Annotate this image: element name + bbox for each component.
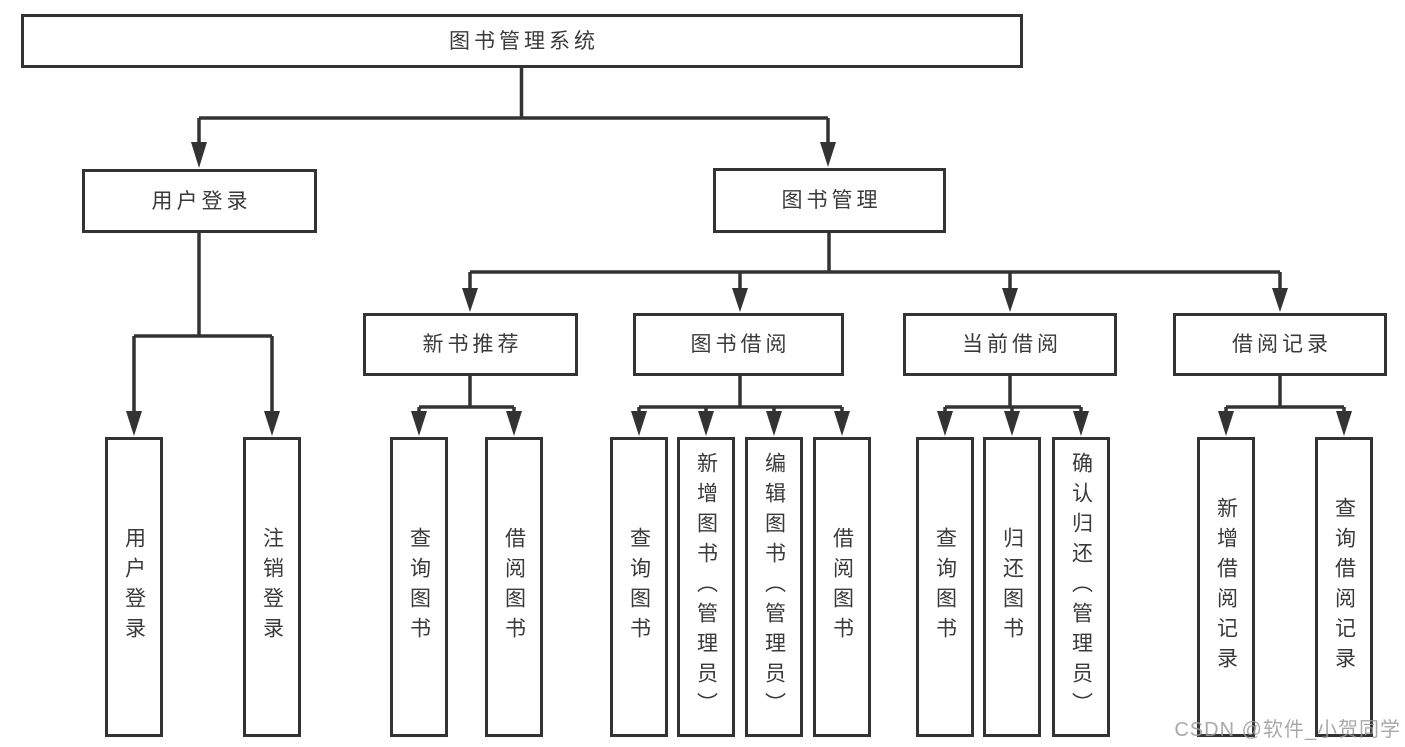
node-borrow-records-label: 借阅记录 xyxy=(1232,333,1332,356)
leaf-label: 查询图书 xyxy=(933,527,957,647)
node-book-borrow-label: 图书借阅 xyxy=(690,333,791,356)
arrowhead xyxy=(1004,411,1020,436)
leaf-label: 查询图书 xyxy=(627,527,651,647)
node-borrow-records: 借阅记录 xyxy=(1173,313,1387,376)
leaf-label: 借阅图书 xyxy=(502,527,526,647)
arrowhead xyxy=(732,288,748,312)
node-current-borrow-label: 当前借阅 xyxy=(962,333,1062,356)
arrowhead xyxy=(126,411,142,436)
leaf-confirm-return-admin: 确认归还（管理员） xyxy=(1052,437,1110,737)
arrowhead xyxy=(820,142,836,167)
edge-new-book-recommend-to-leaves xyxy=(417,376,516,412)
arrowhead xyxy=(1002,288,1018,312)
leaf-label: 查询图书 xyxy=(407,527,431,647)
edge-book-borrow-to-leaves xyxy=(637,376,844,412)
edge-root-to-level2 xyxy=(197,68,830,143)
leaf-add-book-admin: 新增图书（管理员） xyxy=(677,437,735,737)
leaf-add-borrow-record: 新增借阅记录 xyxy=(1197,437,1255,737)
node-user-login: 用户登录 xyxy=(82,169,317,233)
leaf-label: 归还图书 xyxy=(1000,527,1024,647)
leaf-query-books-2: 查询图书 xyxy=(610,437,668,737)
leaf-query-books-1: 查询图书 xyxy=(390,437,448,737)
arrowhead xyxy=(1218,411,1234,436)
leaf-return-book: 归还图书 xyxy=(983,437,1041,737)
edge-book-management-to-level3 xyxy=(468,233,1282,289)
leaf-label: 注销登录 xyxy=(260,527,284,647)
edge-current-borrow-to-leaves xyxy=(943,376,1083,412)
leaf-query-books-3: 查询图书 xyxy=(916,437,974,737)
edge-borrow-records-to-leaves xyxy=(1224,376,1346,412)
arrowhead xyxy=(506,411,522,436)
node-new-book-recommend: 新书推荐 xyxy=(363,313,578,376)
arrowheads xyxy=(126,142,1352,436)
leaf-logout: 注销登录 xyxy=(243,437,301,737)
node-book-borrow: 图书借阅 xyxy=(633,313,844,376)
leaf-label: 编辑图书（管理员） xyxy=(762,452,786,722)
node-root-label: 图书管理系统 xyxy=(449,29,599,53)
arrowhead xyxy=(1336,411,1352,436)
leaf-user-login: 用户登录 xyxy=(105,437,163,737)
leaf-label: 借阅图书 xyxy=(830,527,854,647)
leaf-borrow-books-2: 借阅图书 xyxy=(813,437,871,737)
csdn-watermark: CSDN @软件_小贺同学 xyxy=(1174,719,1401,741)
arrowhead xyxy=(698,411,714,436)
arrowhead xyxy=(631,411,647,436)
leaf-label: 查询借阅记录 xyxy=(1332,497,1356,677)
leaf-borrow-books-1: 借阅图书 xyxy=(485,437,543,737)
leaf-edit-book-admin: 编辑图书（管理员） xyxy=(745,437,803,737)
arrowhead xyxy=(264,411,280,436)
node-new-book-recommend-label: 新书推荐 xyxy=(422,333,523,356)
arrowhead xyxy=(937,411,953,436)
arrowhead xyxy=(462,288,478,312)
arrowhead xyxy=(834,411,850,436)
node-current-borrow: 当前借阅 xyxy=(903,313,1117,376)
node-root: 图书管理系统 xyxy=(21,14,1023,68)
arrowhead xyxy=(411,411,427,436)
node-book-management-label: 图书管理 xyxy=(781,189,882,212)
leaf-label: 用户登录 xyxy=(122,527,146,647)
leaf-label: 新增图书（管理员） xyxy=(694,452,718,722)
node-user-login-label: 用户登录 xyxy=(151,189,252,213)
edge-user-login-to-leaves xyxy=(132,233,274,412)
leaf-query-borrow-record: 查询借阅记录 xyxy=(1315,437,1373,737)
arrowhead xyxy=(766,411,782,436)
leaf-label: 新增借阅记录 xyxy=(1214,497,1238,677)
arrowhead xyxy=(191,142,207,168)
node-book-management: 图书管理 xyxy=(713,168,946,233)
arrowhead xyxy=(1272,288,1288,312)
arrowhead xyxy=(1073,411,1089,436)
leaf-label: 确认归还（管理员） xyxy=(1069,452,1093,722)
